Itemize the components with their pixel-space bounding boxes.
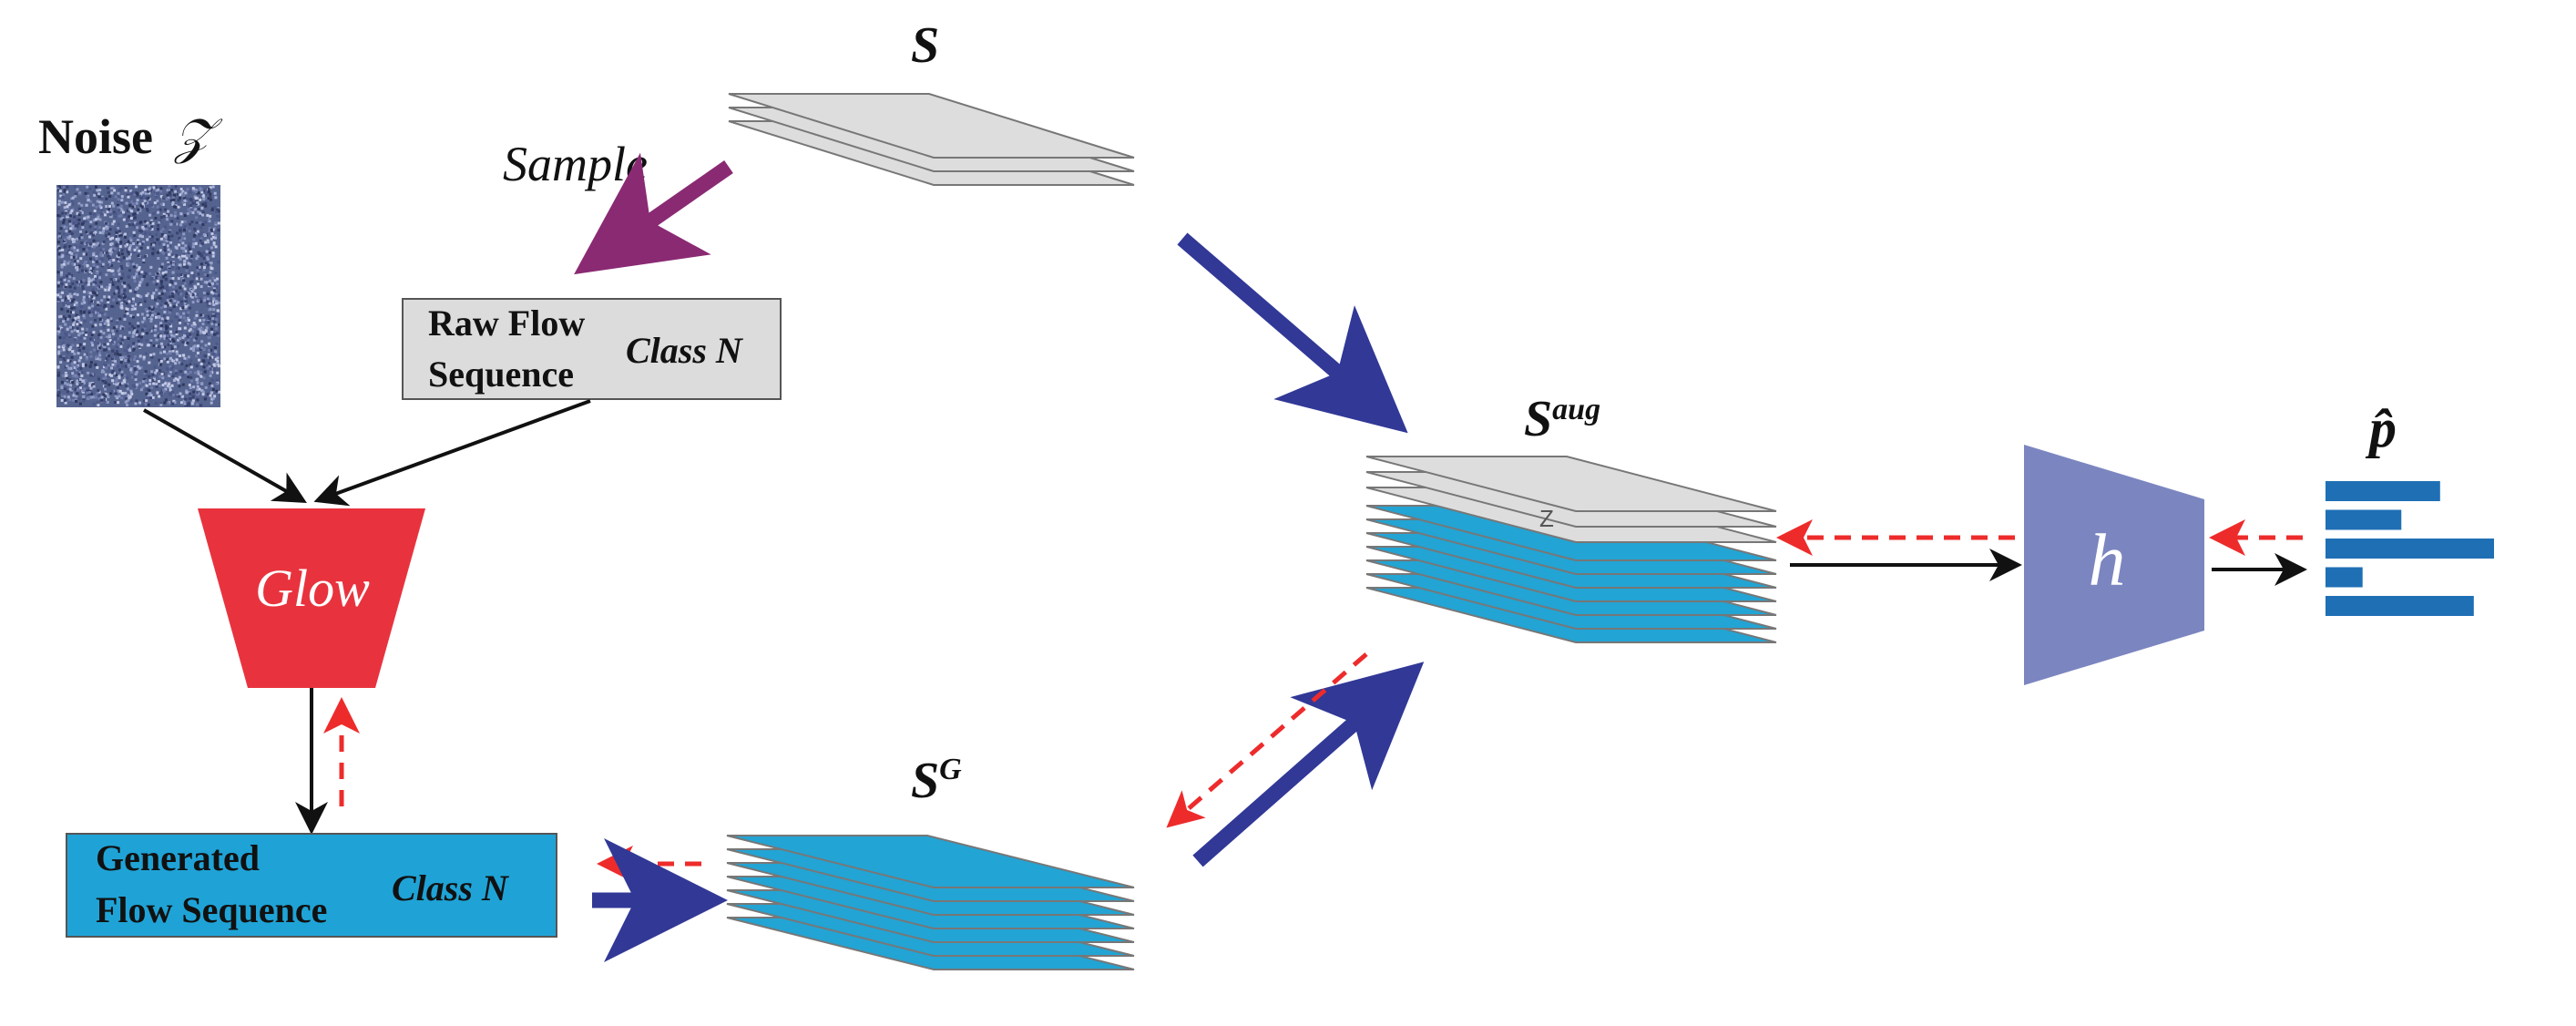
glow-label: Glow: [255, 559, 370, 618]
generated-set-label: SG: [911, 753, 962, 809]
augmented-sequence-stack: [1365, 456, 1777, 643]
raw-flow-class: Class N: [626, 330, 744, 371]
raw-flow-title-1: Raw Flow: [428, 303, 585, 344]
noise-label: Noise 𝒵: [38, 109, 222, 164]
generated-sequence-stack: [726, 835, 1135, 970]
output-bar: [2326, 567, 2363, 588]
generated-flow-class: Class N: [392, 867, 510, 908]
output-bar: [2326, 539, 2494, 559]
stack-mark: Z: [1539, 505, 1554, 532]
noise-image: [56, 185, 220, 407]
noise-to-glow-arrow: [143, 408, 307, 503]
sample-label: Sample: [503, 137, 648, 191]
real-sequence-stack: [728, 93, 1135, 186]
raw-flow-box: [402, 298, 782, 400]
real-set-label: S: [911, 17, 939, 74]
output-bar: [2326, 509, 2402, 530]
glow-block: [198, 508, 425, 688]
sg-to-aug-arrow: [1192, 662, 1425, 867]
output-bar: [2326, 596, 2474, 616]
output-label: p̂: [2365, 398, 2397, 458]
raw-flow-title-2: Sequence: [428, 354, 574, 395]
generated-flow-title-2: Flow Sequence: [96, 889, 327, 930]
output-distribution: [2326, 481, 2494, 616]
generated-flow-title-1: Generated: [96, 837, 260, 878]
classifier-label: h: [2089, 518, 2126, 601]
raw-to-glow-arrow: [313, 399, 591, 507]
augmented-set-label: Saug: [1524, 391, 1600, 447]
real-to-aug-arrow: [1177, 232, 1408, 434]
output-bar: [2326, 481, 2440, 501]
sample-arrow: [574, 152, 733, 275]
classifier-block: [2024, 445, 2204, 685]
generated-flow-box: [66, 833, 557, 938]
gradient-to-sg: [1166, 652, 1368, 828]
